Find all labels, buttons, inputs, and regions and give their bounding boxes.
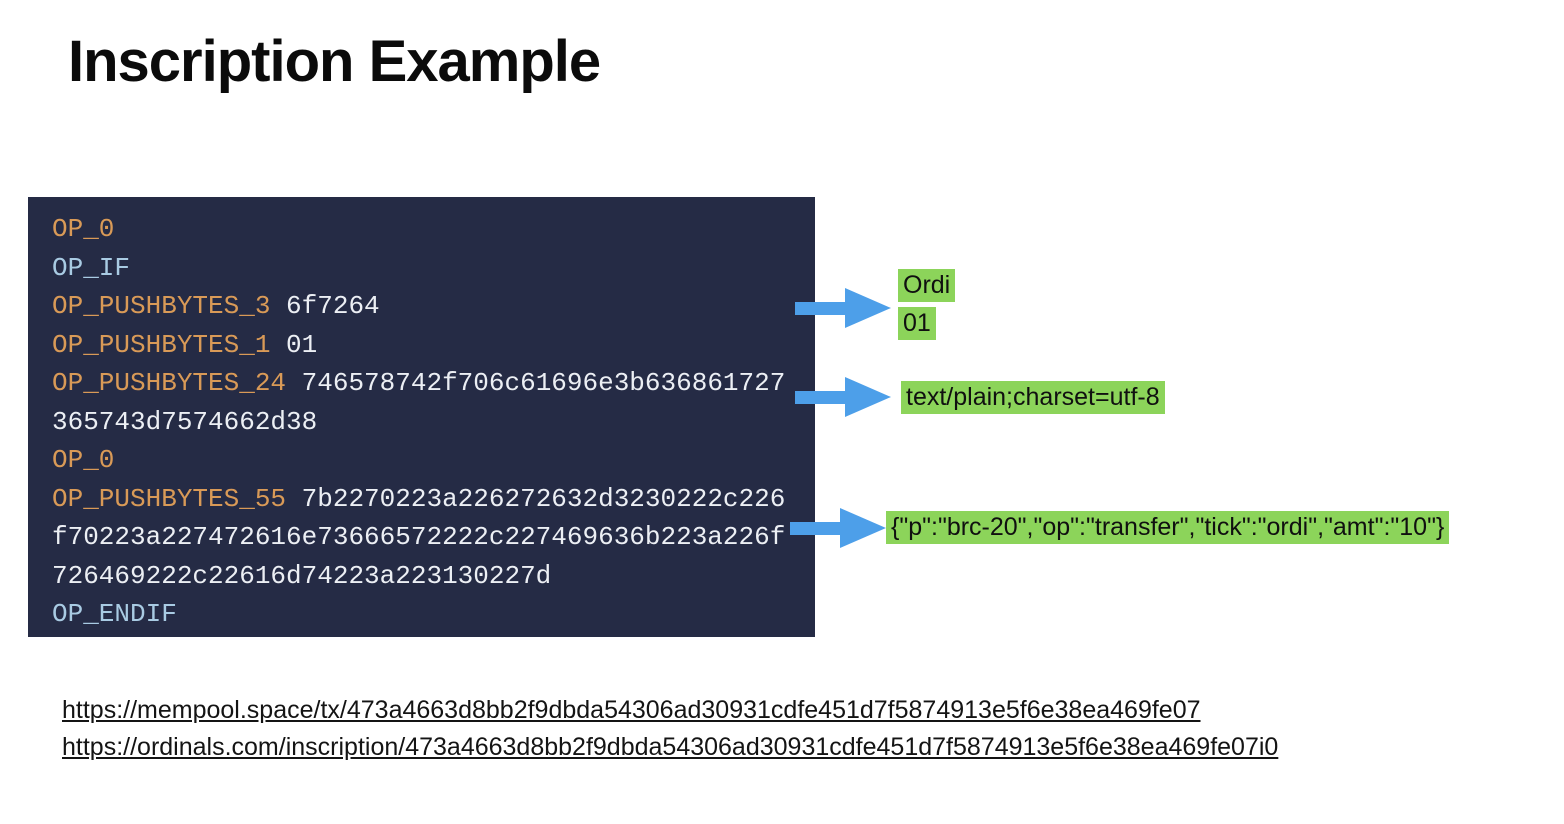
code-line: 365743d7574662d38 xyxy=(52,403,805,442)
opcode-token: OP_0 xyxy=(52,214,115,244)
code-line: 726469222c22616d74223a223130227d xyxy=(52,557,805,596)
arrow-head xyxy=(840,508,886,548)
highlight-content-type-label: text/plain;charset=utf-8 xyxy=(901,381,1165,414)
code-line: OP_0 xyxy=(52,441,805,480)
code-line: OP_PUSHBYTES_3 6f7264 xyxy=(52,287,805,326)
ordinals-inscription-link[interactable]: https://ordinals.com/inscription/473a466… xyxy=(62,733,1279,761)
hex-data-token: 365743d7574662d38 xyxy=(52,406,318,437)
code-line: OP_ENDIF xyxy=(52,595,805,634)
code-line: OP_PUSHBYTES_1 01 xyxy=(52,326,805,365)
hex-data-token: 01 xyxy=(270,329,318,360)
code-line: OP_PUSHBYTES_24 746578742f706c61696e3b63… xyxy=(52,364,805,403)
hex-data-token: 6f7264 xyxy=(270,291,380,321)
mempool-tx-link[interactable]: https://mempool.space/tx/473a4663d8bb2f9… xyxy=(62,696,1201,724)
hex-data-token: 726469222c22616d74223a223130227d xyxy=(52,560,552,591)
highlight-protocol-version-label: 01 xyxy=(898,307,936,340)
reference-links: https://mempool.space/tx/473a4663d8bb2f9… xyxy=(62,692,1278,766)
hex-data-token: 7b2270223a226272632d3230222c226 xyxy=(286,483,786,514)
arrow-icon xyxy=(790,508,886,548)
opcode-token: OP_PUSHBYTES_1 xyxy=(52,329,271,360)
code-line: OP_PUSHBYTES_55 7b2270223a226272632d3230… xyxy=(52,480,805,519)
arrow-shaft xyxy=(790,522,846,535)
hex-data-token: f70223a227472616e73666572222c227469636b2… xyxy=(52,522,786,552)
code-line: f70223a227472616e73666572222c227469636b2… xyxy=(52,518,805,557)
page-title: Inscription Example xyxy=(68,29,601,94)
highlight-brc20-payload-label: {"p":"brc-20","op":"transfer","tick":"or… xyxy=(886,511,1450,544)
code-line: OP_0 xyxy=(52,210,805,249)
arrow-icon xyxy=(795,288,891,328)
opcode-token: OP_0 xyxy=(52,445,115,475)
opcode-token: OP_PUSHBYTES_55 xyxy=(52,483,287,514)
opcode-token: OP_PUSHBYTES_24 xyxy=(52,368,287,398)
opcode-token: OP_PUSHBYTES_3 xyxy=(52,291,271,321)
hex-data-token: 746578742f706c61696e3b636861727 xyxy=(286,368,786,398)
opcode-token: OP_IF xyxy=(52,252,131,283)
arrow-shaft xyxy=(795,391,851,404)
highlight-ordi-label: Ordi xyxy=(898,269,956,302)
code-line: OP_IF xyxy=(52,249,805,288)
arrow-head xyxy=(845,288,891,328)
opcode-token: OP_ENDIF xyxy=(52,599,177,629)
arrow-shaft xyxy=(795,302,851,315)
arrow-icon xyxy=(795,377,891,417)
arrow-head xyxy=(845,377,891,417)
